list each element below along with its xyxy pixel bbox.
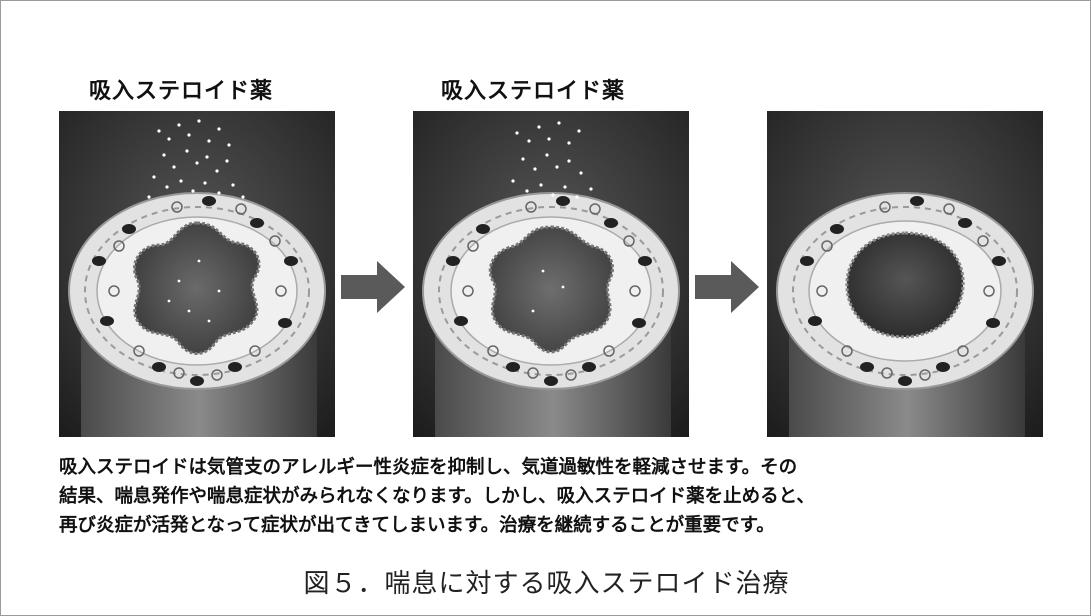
explanation-text: 吸入ステロイドは気管支のアレルギー性炎症を抑制し、気道過敏性を軽減させます。その… <box>59 453 1049 540</box>
airway-illustration-improving <box>413 111 689 437</box>
explanation-line-2: 結果、喘息発作や喘息症状がみられなくなります。しかし、吸入ステロイド薬を止めると… <box>59 482 1049 511</box>
airway-illustration-recovered <box>767 111 1043 437</box>
airway-panel-recovered <box>767 111 1043 437</box>
airway-illustration-inflamed <box>59 111 335 437</box>
explanation-line-3: 再び炎症が活発となって症状が出てきてしまいます。治療を継続することが重要です。 <box>59 511 1049 540</box>
airway-panel-improving <box>413 111 689 437</box>
explanation-line-1: 吸入ステロイドは気管支のアレルギー性炎症を抑制し、気道過敏性を軽減させます。その <box>59 453 1049 482</box>
arrow-right-icon <box>341 261 405 313</box>
figure-title: 図５．喘息に対する吸入ステロイド治療 <box>1 563 1091 600</box>
heading-inhaled-steroid-left: 吸入ステロイド薬 <box>89 73 273 105</box>
heading-inhaled-steroid-middle: 吸入ステロイド薬 <box>441 73 625 105</box>
airway-lumen-open <box>847 233 963 337</box>
airway-panel-inflamed <box>59 111 335 437</box>
arrow-right-icon <box>695 261 759 313</box>
